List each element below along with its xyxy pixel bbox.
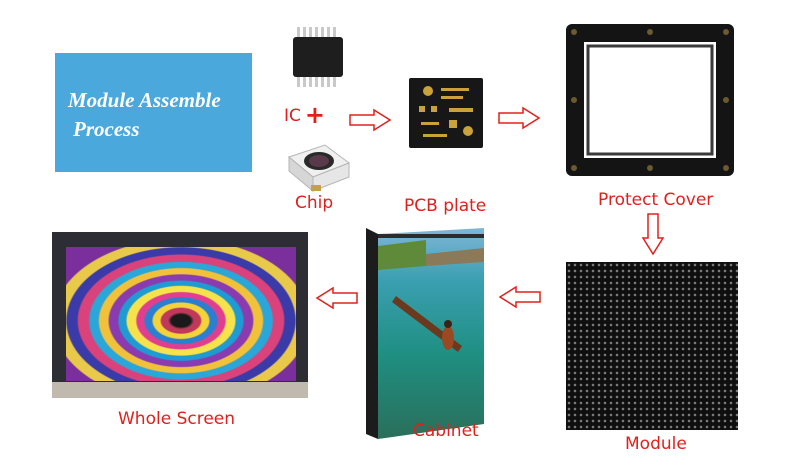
down-arrow-icon	[641, 213, 665, 256]
title-line1: Module Assemble	[68, 88, 221, 112]
pcb-plate-image	[409, 78, 483, 148]
module-label: Module	[625, 434, 687, 454]
right-arrow-icon	[349, 108, 392, 132]
left-arrow-icon	[315, 286, 358, 310]
module-image	[566, 262, 738, 430]
protect-cover-image	[562, 22, 738, 178]
whole-screen-label: Whole Screen	[118, 409, 236, 429]
whole-screen-image	[52, 232, 308, 398]
chip-label: Chip	[295, 193, 334, 213]
cabinet-label: Cabinet	[413, 421, 479, 441]
pcb-label: PCB plate	[404, 196, 487, 216]
protect-cover-label: Protect Cover	[598, 190, 714, 210]
left-arrow-icon	[498, 285, 541, 309]
cabinet-image	[366, 226, 486, 441]
title-line2: Process	[73, 117, 140, 141]
title-box: Module Assemble Process	[55, 53, 252, 172]
plus-sign: +	[304, 101, 325, 129]
ic-label: IC+	[284, 101, 325, 129]
ic-chip-image	[283, 27, 353, 87]
right-arrow-icon	[498, 106, 541, 130]
led-chip-image	[283, 137, 353, 195]
